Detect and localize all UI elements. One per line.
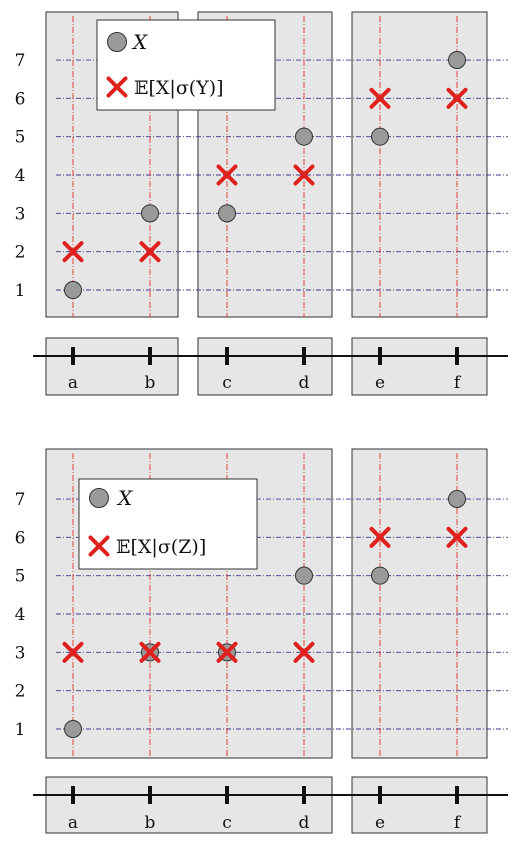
cross-stroke-b xyxy=(139,641,161,663)
axis-label-b: b xyxy=(145,373,156,393)
y-tick-label: 1 xyxy=(15,281,26,301)
cross-stroke-b xyxy=(62,241,84,263)
legend-cross-label: 𝔼[X|σ(Z)] xyxy=(116,536,206,558)
sample-space-axis: a b c d e f xyxy=(33,776,508,834)
cross-marker-e xyxy=(369,526,391,548)
circle-marker-b xyxy=(141,204,159,223)
cross-stroke-b xyxy=(216,641,238,663)
axis-label-a: a xyxy=(68,373,78,393)
axis-label-c: c xyxy=(222,813,232,833)
cross-stroke-b xyxy=(293,641,315,663)
cross-marker-a xyxy=(62,241,84,263)
y-tick-label: 1 xyxy=(15,720,26,740)
y-tick-label: 5 xyxy=(15,128,26,148)
cross-marker-f xyxy=(446,526,468,548)
cross-marker-d xyxy=(293,164,315,186)
axis-label-d: d xyxy=(299,373,310,393)
y-tick-label: 2 xyxy=(15,682,26,702)
circle-marker-d xyxy=(295,566,313,585)
y-tick-label: 3 xyxy=(15,643,26,663)
circle-marker-icon xyxy=(89,488,109,508)
cross-marker-b xyxy=(139,641,161,663)
cross-stroke-b xyxy=(88,535,110,557)
cross-marker-icon xyxy=(106,76,128,98)
circle-marker-a xyxy=(64,281,82,299)
cross-marker-icon xyxy=(88,535,110,557)
axis-label-f: f xyxy=(454,813,462,833)
partition-panel-ef xyxy=(351,448,488,759)
circle-marker-f xyxy=(448,490,466,509)
circle-marker-c xyxy=(218,204,236,223)
circle-marker-a xyxy=(64,720,82,738)
axis-label-a: a xyxy=(68,813,78,833)
y-tick-label: 6 xyxy=(15,89,26,109)
cross-stroke-b xyxy=(293,164,315,186)
axis-partition-box-ab xyxy=(45,337,179,396)
cross-marker-d xyxy=(293,641,315,663)
cross-marker-c xyxy=(216,641,238,663)
legend-cross-label: 𝔼[X|σ(Y)] xyxy=(134,77,224,99)
y-tick-label: 7 xyxy=(15,490,26,510)
cross-stroke-b xyxy=(446,526,468,548)
axis-partition-box-abcd xyxy=(45,776,333,834)
y-tick-label: 5 xyxy=(15,567,26,587)
legend-circle-label: X xyxy=(116,486,133,510)
cross-marker-e xyxy=(369,87,391,109)
cross-marker-f xyxy=(446,87,468,109)
y-tick-label: 2 xyxy=(15,243,26,263)
cross-marker-b xyxy=(139,241,161,263)
cross-stroke-b xyxy=(216,164,238,186)
sample-space-axis: a b c d e f xyxy=(33,337,508,396)
cross-stroke-b xyxy=(369,87,391,109)
cross-marker-a xyxy=(62,641,84,663)
axis-label-d: d xyxy=(299,813,310,833)
cross-stroke-b xyxy=(106,76,128,98)
legend: X 𝔼[X|σ(Z)] xyxy=(78,478,258,570)
axis-partition-box-cd xyxy=(197,337,333,396)
axis-label-e: e xyxy=(375,373,385,393)
circle-marker-d xyxy=(295,127,313,146)
axis-partition-box-ef xyxy=(351,337,488,396)
circle-marker-icon xyxy=(107,32,127,52)
circle-marker-e xyxy=(371,566,389,585)
y-tick-label: 4 xyxy=(15,166,26,186)
axis-label-e: e xyxy=(375,813,385,833)
y-tick-label: 6 xyxy=(15,528,26,548)
legend-circle-label: X xyxy=(131,30,148,54)
cross-stroke-b xyxy=(446,87,468,109)
cross-stroke-b xyxy=(62,641,84,663)
y-tick-label: 3 xyxy=(15,204,26,224)
cross-stroke-b xyxy=(369,526,391,548)
y-tick-label: 4 xyxy=(15,605,26,625)
partition-panel-ef xyxy=(351,11,488,318)
cross-stroke-b xyxy=(139,241,161,263)
axis-label-f: f xyxy=(454,373,462,393)
diagram-partition-z: 1 2 3 4 5 6 7 X 𝔼[X|σ(Z)] a b c d e f xyxy=(15,448,508,834)
y-tick-label: 7 xyxy=(15,51,26,71)
axis-label-b: b xyxy=(145,813,156,833)
circle-marker-e xyxy=(371,127,389,146)
axis-partition-box-ef xyxy=(351,776,488,834)
diagram-partition-y: 1 2 3 4 5 6 7 X 𝔼[X|σ(Y)] a b c d e f xyxy=(15,11,508,396)
circle-marker-f xyxy=(448,51,466,70)
cross-marker-c xyxy=(216,164,238,186)
axis-label-c: c xyxy=(222,373,232,393)
legend: X 𝔼[X|σ(Y)] xyxy=(96,19,276,111)
